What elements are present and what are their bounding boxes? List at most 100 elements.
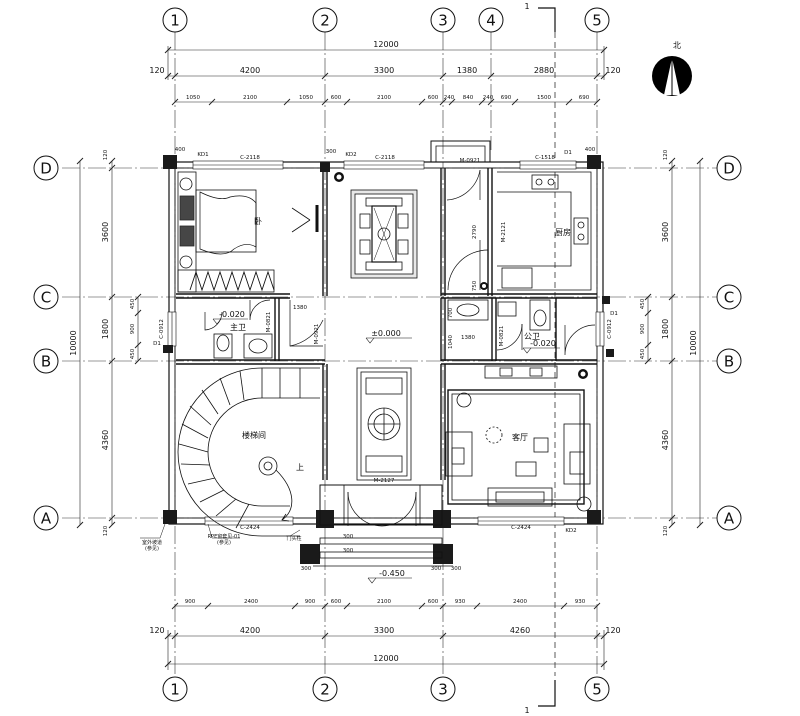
tag-c0912-right: C-0912 (607, 319, 613, 339)
grid-label-C-right: C (724, 289, 734, 307)
windows (167, 160, 605, 526)
dim-left-detail: 450 (130, 298, 136, 309)
grid-label-B-left: B (41, 353, 51, 371)
dining-table (350, 189, 418, 279)
level-outdoor: -0.450 (379, 569, 405, 578)
dim-750: 750 (472, 280, 478, 291)
dim-top-detail: 690 (579, 95, 590, 101)
grid-label-2-bottom: 2 (320, 681, 330, 699)
north-arrow (652, 56, 692, 96)
dim-top-bay: 4200 (240, 66, 260, 75)
grid-label-4-top: 4 (486, 12, 496, 30)
dim-right-bay: 4360 (661, 430, 670, 450)
grid-bubbles-top: 1 2 3 4 5 (162, 7, 610, 33)
note-window-trim-ref: (参见) (217, 539, 231, 546)
dim-right-bay: 120 (663, 149, 669, 160)
dim-left-total: 10000 (69, 330, 78, 355)
grid-label-2-top: 2 (320, 12, 330, 30)
dim-right-bay: 1800 (661, 319, 670, 339)
living-room-label: 客厅 (512, 432, 528, 442)
note-window-trim: RPE窗套见-01 (208, 533, 241, 540)
dim-300-porch: 300 (301, 566, 312, 572)
tag-kd2-bottom: KD2 (565, 528, 576, 534)
tag-d1-right: D1 (610, 311, 618, 317)
grid-label-1-top: 1 (170, 12, 180, 30)
dim-right-bay: 120 (663, 525, 669, 536)
tag-m0921-top: M-0921 (460, 158, 481, 164)
public-bath-fixtures (447, 299, 551, 331)
dim-400-right: 400 (585, 147, 596, 153)
grid-label-5-bottom: 5 (592, 681, 602, 699)
entrance-porch (313, 484, 453, 567)
dim-top-detail: 690 (501, 95, 512, 101)
dim-1040: 1040 (448, 335, 454, 349)
dim-left-detail: 450 (130, 348, 136, 359)
dim-400-left: 400 (175, 147, 186, 153)
dim-bottom-detail: 2400 (513, 599, 527, 605)
section-mark-bottom: 1 (524, 706, 529, 715)
dim-top-detail: 600 (331, 95, 342, 101)
level-main-bath: -0.020 (219, 310, 245, 319)
dim-right-total: 10000 (689, 330, 698, 355)
tag-kd1: KD1 (197, 152, 208, 158)
living-room-furniture (445, 365, 592, 512)
dim-top-detail: 1050 (299, 95, 313, 101)
structural-columns (163, 155, 614, 564)
grid-label-3-top: 3 (438, 12, 448, 30)
dim-bottom-bay: 3300 (374, 626, 394, 635)
dim-left-bay: 120 (103, 149, 109, 160)
level-marks (212, 318, 560, 584)
note-ramp: 室外坡道 (142, 539, 162, 546)
dim-top-detail: 2100 (243, 95, 257, 101)
dim-bottom-detail: 2100 (377, 599, 391, 605)
dim-left-bay: 120 (103, 525, 109, 536)
dim-top-detail: 1050 (186, 95, 200, 101)
annotation-leaders (140, 523, 301, 539)
tag-d1-left: D1 (153, 341, 161, 347)
dim-right-detail: 450 (640, 348, 646, 359)
tag-m0921-mid: M-0921 (314, 324, 320, 345)
tag-c0912-left: C-0912 (159, 319, 165, 339)
grid-bubbles-bottom: 1 2 3 5 (162, 676, 610, 702)
tag-c2118-b: C-2118 (375, 155, 395, 161)
north-label: 北 (673, 41, 681, 50)
dim-bottom-bay: 120 (605, 626, 620, 635)
grid-lines (62, 32, 718, 676)
main-bath-fixtures (213, 333, 273, 359)
dim-300-porch: 300 (451, 566, 462, 572)
top-dimensions (164, 46, 608, 106)
dim-top-bay: 3300 (374, 66, 394, 75)
grid-bubbles-right: D C B A (716, 155, 742, 531)
kitchen-fixtures (497, 171, 592, 291)
public-bath-label: 公卫 (524, 332, 540, 341)
tag-m0821-b: M-0821 (499, 326, 505, 347)
grid-label-C-left: C (41, 289, 51, 307)
grid-bubbles-left: D C B A (33, 155, 59, 531)
right-dimensions (644, 157, 704, 529)
tag-c1518: C-1518 (535, 155, 555, 161)
dim-top-detail: 240 (444, 95, 455, 101)
note-door-column: 门头柱 (286, 535, 301, 542)
dim-700: 700 (448, 307, 454, 318)
section-mark-top: 1 (524, 2, 529, 11)
dim-top-bay: 120 (605, 66, 620, 75)
grid-label-5-top: 5 (592, 12, 602, 30)
dim-left-detail: 900 (130, 323, 136, 334)
dim-300-porch: 300 (343, 534, 354, 540)
dim-bottom-bay: 4260 (510, 626, 530, 635)
dim-bottom-detail: 600 (428, 599, 439, 605)
stair-up-label: 上 (296, 463, 304, 472)
interior-walls (176, 140, 597, 480)
tag-c2424-right: C-2424 (511, 525, 531, 531)
dim-bottom-detail: 2400 (244, 599, 258, 605)
dim-top-bay: 120 (149, 66, 164, 75)
note-ramp-ref: (参见) (145, 545, 159, 552)
tag-c2424-left: C-2424 (240, 525, 260, 531)
dim-bottom-detail: 930 (455, 599, 466, 605)
tag-m2121: M-2121 (501, 222, 507, 243)
grid-label-1-bottom: 1 (170, 681, 180, 699)
dim-top-bay: 2880 (534, 66, 554, 75)
dim-bottom-total: 12000 (373, 654, 398, 663)
dim-1380-left: 1380 (293, 305, 307, 311)
